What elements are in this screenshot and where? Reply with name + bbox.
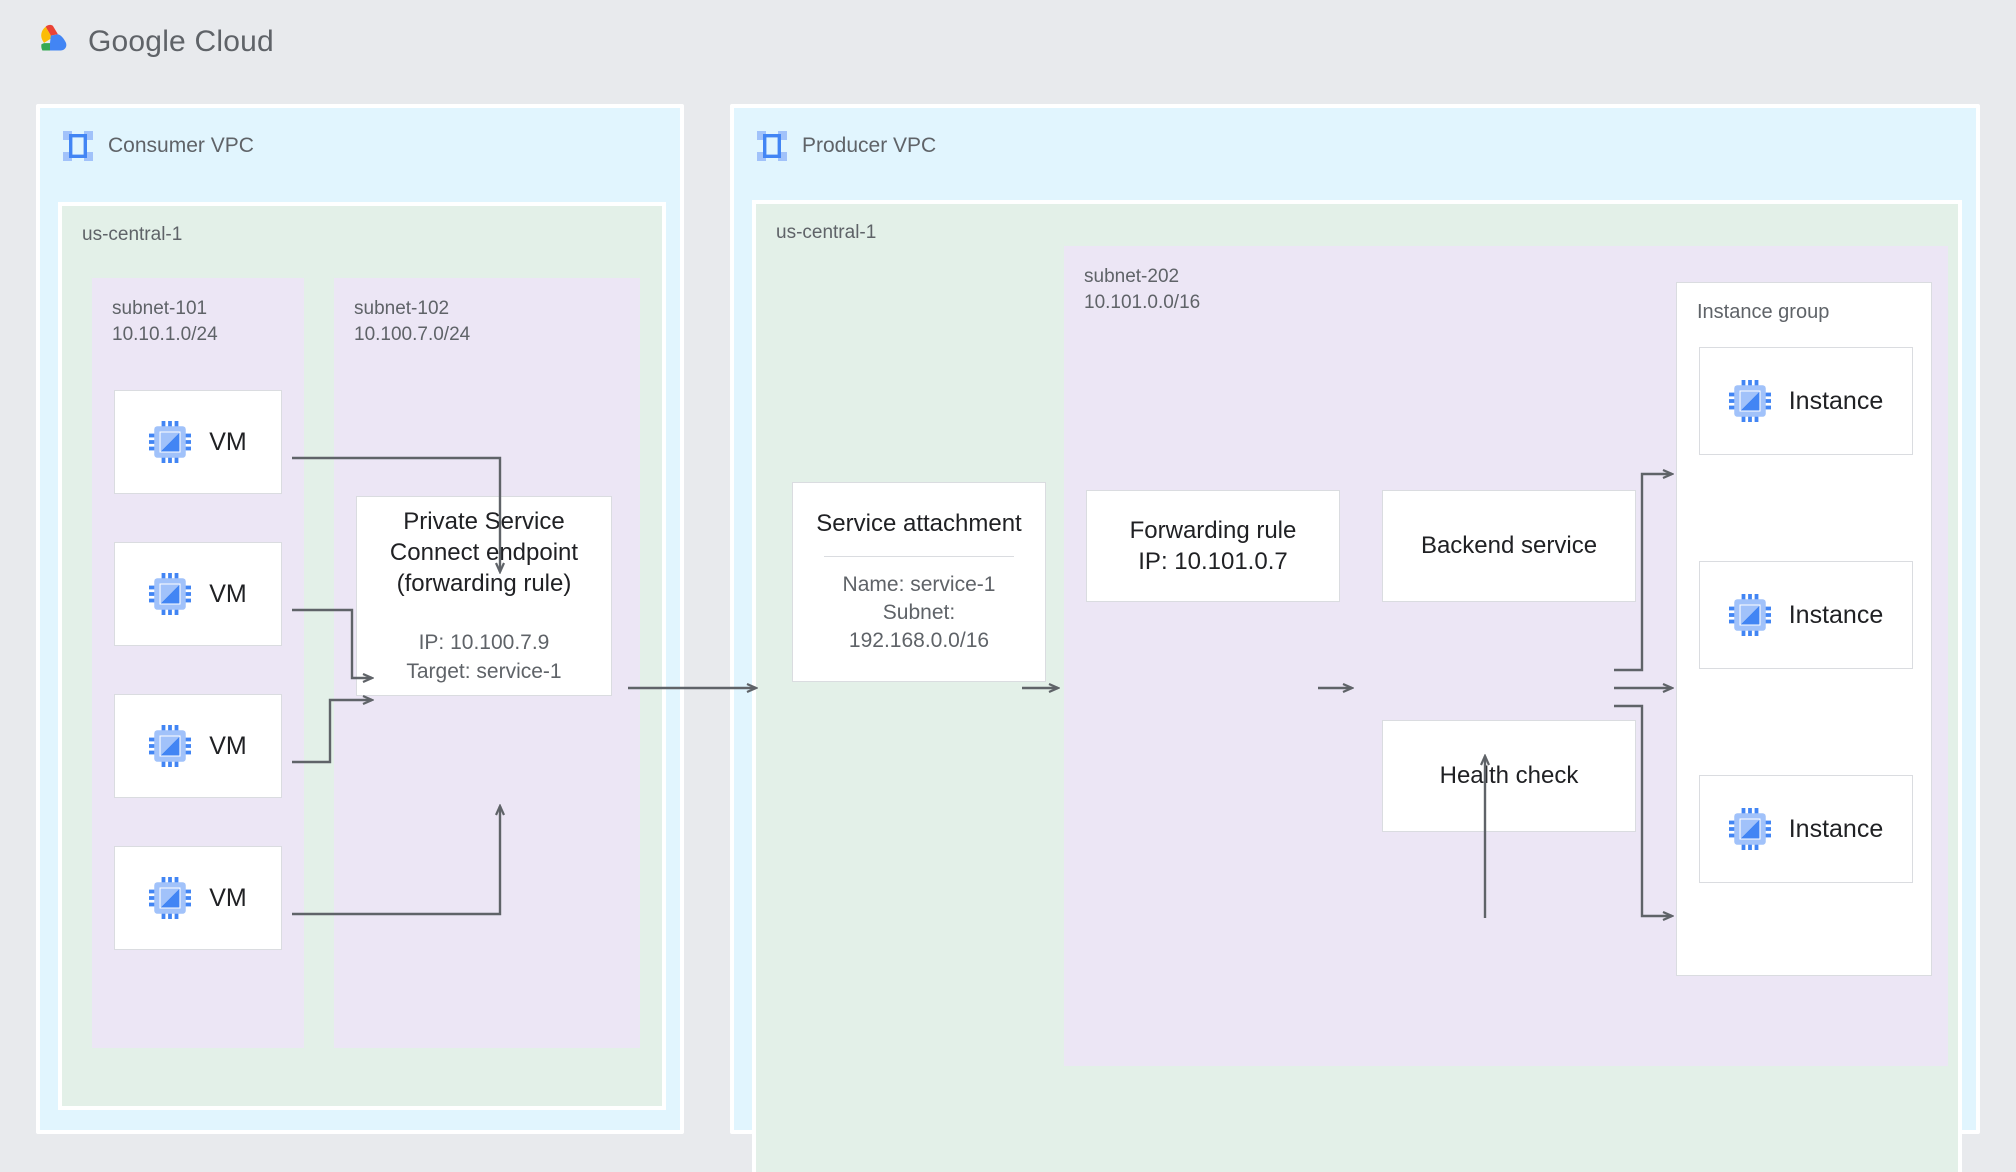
- producer-region-label: us-central-1: [776, 222, 877, 243]
- subnet-202-container: subnet-202 10.101.0.0/16 Forwarding rule…: [1064, 246, 1948, 1066]
- psc-endpoint-ip: IP: 10.100.7.9: [418, 631, 550, 655]
- backend-service-card[interactable]: Backend service: [1382, 490, 1636, 602]
- google-cloud-logo: [41, 24, 67, 51]
- chip-icon: [1728, 808, 1771, 850]
- producer-vpc-title: Producer VPC: [802, 134, 937, 157]
- vm-node-3[interactable]: VM: [114, 694, 282, 798]
- instance-node-1[interactable]: Instance: [1699, 347, 1913, 455]
- chip-icon: [149, 725, 192, 767]
- producer-vpc-container: Producer VPC us-central-1 Service attach…: [730, 104, 1980, 1172]
- vm-node-4[interactable]: VM: [114, 846, 282, 950]
- backend-service-label: Backend service: [1420, 532, 1598, 560]
- consumer-region: us-central-1 subnet-101 10.10.1.0/24: [58, 202, 666, 1110]
- vm-label: VM: [209, 579, 247, 608]
- instance-label: Instance: [1788, 386, 1884, 415]
- psc-endpoint-title: Private Service Connect endpoint (forwar…: [389, 507, 579, 598]
- instance-group-label: Instance group: [1697, 301, 1830, 323]
- forwarding-rule-line2: IP: 10.101.0.7: [1138, 548, 1288, 575]
- forwarding-rule-line1: Forwarding rule: [1129, 516, 1297, 544]
- brand-secondary: Cloud: [194, 25, 274, 58]
- health-check-card[interactable]: Health check: [1382, 720, 1636, 832]
- brand-label: Google Cloud: [88, 25, 274, 59]
- subnet-102-label: subnet-102 10.100.7.0/24: [354, 296, 470, 347]
- brand-header: Google Cloud: [30, 22, 274, 62]
- subnet-202-cidr: 10.101.0.0/16: [1084, 291, 1201, 313]
- service-attachment-card[interactable]: Service attachment Name: service-1 Subne…: [792, 482, 1046, 682]
- service-attachment-name: Name: service-1: [842, 572, 996, 596]
- psc-endpoint-target: Target: service-1: [406, 659, 562, 683]
- vm-label: VM: [209, 883, 247, 912]
- chip-icon: [1728, 380, 1771, 422]
- subnet-101-cidr: 10.10.1.0/24: [112, 323, 218, 345]
- consumer-vpc-title: Consumer VPC: [108, 134, 254, 157]
- psc-endpoint-details: IP: 10.100.7.9 Target: service-1: [406, 629, 561, 686]
- instance-node-2[interactable]: Instance: [1699, 561, 1913, 669]
- chip-icon: [149, 421, 192, 463]
- subnet-102-cidr: 10.100.7.0/24: [354, 323, 471, 345]
- chip-icon: [1728, 594, 1771, 636]
- vm-node-1[interactable]: VM: [114, 390, 282, 494]
- forwarding-rule-text: Forwarding rule IP: 10.101.0.7: [1130, 515, 1297, 577]
- subnet-202-label: subnet-202 10.101.0.0/16: [1084, 264, 1200, 315]
- forwarding-rule-card[interactable]: Forwarding rule IP: 10.101.0.7: [1086, 490, 1340, 602]
- consumer-vpc-header: Consumer VPC: [40, 108, 680, 162]
- card-divider: [823, 555, 1015, 557]
- service-attachment-title: Service attachment: [816, 510, 1022, 538]
- subnet-101-label: subnet-101 10.10.1.0/24: [112, 296, 218, 347]
- vm-label: VM: [209, 731, 247, 760]
- instance-label: Instance: [1788, 600, 1884, 629]
- service-attachment-details: Name: service-1 Subnet: 192.168.0.0/16: [843, 571, 996, 656]
- instance-label: Instance: [1788, 814, 1884, 843]
- health-check-label: Health check: [1439, 762, 1579, 790]
- service-attachment-subnet-label: Subnet:: [882, 600, 956, 624]
- psc-endpoint-card[interactable]: Private Service Connect endpoint (forwar…: [356, 496, 612, 696]
- producer-region: us-central-1 Service attachment Name: se…: [752, 200, 1962, 1172]
- vm-node-2[interactable]: VM: [114, 542, 282, 646]
- service-attachment-subnet-cidr: 192.168.0.0/16: [848, 629, 990, 653]
- subnet-202-name: subnet-202: [1084, 266, 1180, 287]
- instance-group-container: Instance group: [1676, 282, 1932, 976]
- instance-node-3[interactable]: Instance: [1699, 775, 1913, 883]
- subnet-101-container: subnet-101 10.10.1.0/24: [92, 278, 304, 1048]
- vpc-icon: [63, 131, 93, 161]
- subnet-102-name: subnet-102: [354, 298, 450, 319]
- vm-label: VM: [209, 427, 247, 456]
- chip-icon: [149, 573, 192, 615]
- subnet-101-name: subnet-101: [112, 298, 208, 319]
- vpc-icon: [757, 131, 787, 161]
- consumer-region-label: us-central-1: [82, 224, 183, 245]
- subnet-102-container: subnet-102 10.100.7.0/24 Private Service…: [334, 278, 640, 1048]
- producer-vpc-header: Producer VPC: [734, 108, 1976, 162]
- consumer-vpc-container: Consumer VPC us-central-1 subnet-101 10.…: [36, 104, 684, 1134]
- brand-primary: Google: [88, 25, 186, 58]
- chip-icon: [149, 877, 192, 919]
